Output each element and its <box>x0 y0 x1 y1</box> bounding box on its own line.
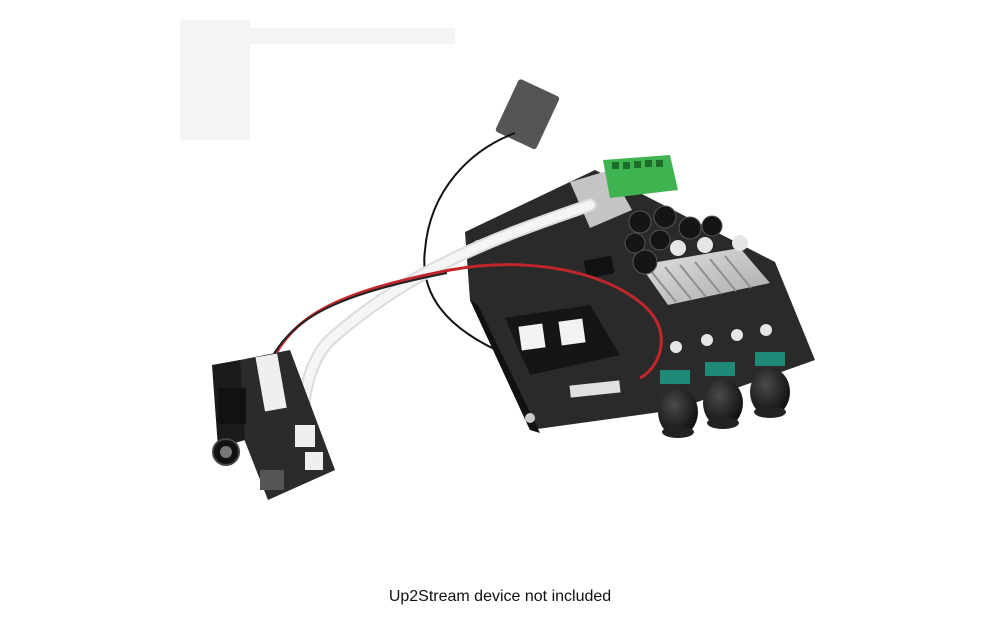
antenna-photo <box>423 79 560 361</box>
ribbon-cable <box>297 198 597 437</box>
background-ghost-top <box>215 28 455 44</box>
red-black-wire <box>271 263 663 380</box>
audio-jack-breakout-photo <box>212 350 335 500</box>
caption: Up2Stream device not included <box>388 588 612 605</box>
amplifier-board-photo <box>465 155 815 438</box>
